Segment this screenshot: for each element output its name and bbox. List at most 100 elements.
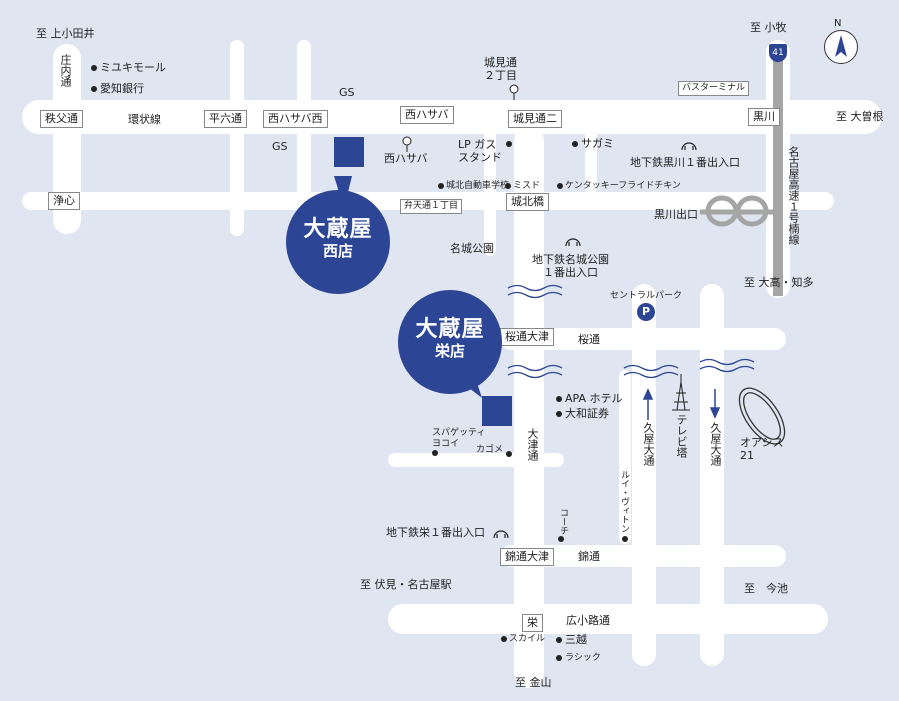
poi-dot xyxy=(506,451,512,457)
poi-daiwa: 大和証券 xyxy=(565,407,609,420)
road-shonai xyxy=(53,44,81,234)
poi-dot xyxy=(91,86,97,92)
label-hisaya-w: 久屋大通 xyxy=(642,422,655,466)
direction-imaike: 至 今池 xyxy=(744,582,788,595)
label-shiromi-2chome: 城見通 ２丁目 xyxy=(484,56,517,82)
tv-tower-icon xyxy=(672,374,690,411)
sign-joshin: 浄心 xyxy=(48,192,80,210)
label-coach: コーチ xyxy=(558,508,568,535)
label-oasis: オアシス 21 xyxy=(740,436,784,462)
sign-bentendori: 弁天通１丁目 xyxy=(400,199,463,214)
direction-kamiotai: 至 上小田井 xyxy=(36,27,95,40)
label-sakae-exit1: 地下鉄栄１番出入口 xyxy=(386,526,485,539)
label-hirokoji: 広小路通 xyxy=(566,614,610,627)
sign-kurokawa: 黒川 xyxy=(748,108,780,126)
poi-dot xyxy=(556,396,562,402)
poi-sagami: サガミ xyxy=(581,137,614,150)
label-kurokawa-ramp: 黒川出口 xyxy=(654,208,698,221)
north-label: N xyxy=(834,18,842,29)
label-spaghetti: スパゲッティ ヨコイ xyxy=(432,428,486,449)
road-v2 xyxy=(297,40,311,236)
label-nishihasaba-pin: 西ハサバ xyxy=(384,152,428,165)
pin-markers xyxy=(402,84,519,152)
road-otsudori xyxy=(514,126,544,688)
poi-misdo: ミスド xyxy=(513,181,541,191)
poi-apa: APA ホテル xyxy=(565,392,623,405)
label-kanjo: 環状線 xyxy=(128,113,161,126)
route-shield-number: 41 xyxy=(772,48,784,58)
poi-dot xyxy=(572,141,578,147)
road-v3 xyxy=(484,126,496,256)
store-nishi-branch: 西店 xyxy=(322,242,353,260)
label-kagome: カゴメ xyxy=(476,445,504,455)
label-nishikidori: 錦通 xyxy=(578,550,600,563)
label-lpgas: LP ガス スタンド xyxy=(458,138,502,164)
poi-dot xyxy=(622,536,628,542)
north-arrow-icon xyxy=(835,35,847,57)
direction-ozone: 至 大曽根 xyxy=(836,110,884,123)
store-nishi-callout[interactable]: 大蔵屋 西店 xyxy=(286,190,390,294)
label-shonai: 庄内通 xyxy=(59,54,72,87)
store-sakae-callout[interactable]: 大蔵屋 栄店 xyxy=(398,290,502,394)
expressway-route xyxy=(773,54,783,296)
label-meijo-exit1: 地下鉄名城公園 １番出入口 xyxy=(532,253,609,279)
subway-exit-icons xyxy=(493,142,697,539)
label-central-park: セントラルパーク xyxy=(610,291,683,301)
sign-chichibu: 秩父通 xyxy=(40,110,83,128)
direction-arrows xyxy=(642,388,721,420)
poi-dot xyxy=(91,65,97,71)
store-sakae-name: 大蔵屋 xyxy=(415,317,485,342)
road-v6 xyxy=(619,370,631,544)
poi-dot xyxy=(506,141,512,147)
road-hisaya-e xyxy=(700,284,724,666)
sign-nishiki-otsu: 錦通大津 xyxy=(500,548,554,566)
sign-johokubashi: 城北橋 xyxy=(506,193,549,211)
road-hisaya-w xyxy=(632,284,656,666)
label-tv-tower: テレビ塔 xyxy=(675,414,688,458)
poi-kfc: ケンタッキーフライドチキン xyxy=(565,181,681,191)
poi-dot xyxy=(558,536,564,542)
direction-otaka: 至 大高・知多 xyxy=(744,276,814,289)
road-v5 xyxy=(585,126,597,194)
poi-dot xyxy=(556,655,562,661)
road-v1 xyxy=(230,40,244,236)
poi-skyle: スカイル xyxy=(509,634,546,644)
poi-dot xyxy=(438,183,444,189)
north-compass xyxy=(824,30,858,64)
sign-shiromi2: 城見通二 xyxy=(508,110,562,128)
label-expressway: 名古屋高速１号楠線 xyxy=(787,146,800,245)
label-vuitton: ルイ・ヴィトン xyxy=(619,470,629,533)
poi-dot xyxy=(557,183,563,189)
direction-kanayama: 至 金山 xyxy=(515,676,552,689)
sign-bus-terminal: バスターミナル xyxy=(678,81,750,96)
sign-nishihasaba-nishi: 西ハサバ西 xyxy=(263,110,328,128)
rivers xyxy=(507,284,755,379)
kurokawa-ramp xyxy=(700,195,775,227)
store-sakae-location-marker[interactable] xyxy=(482,396,512,426)
sign-heiroku: 平六通 xyxy=(204,110,247,128)
store-nishi-location-marker[interactable] xyxy=(334,137,364,167)
poi-mitsukoshi: 三越 xyxy=(565,633,587,646)
poi-dot xyxy=(432,450,438,456)
label-meijo-park: 名城公園 xyxy=(450,242,494,255)
poi-driving-school: 城北自動車学校 xyxy=(446,181,510,191)
poi-dot xyxy=(556,637,562,643)
label-kurokawa-exit1: 地下鉄黒川１番出入口 xyxy=(630,156,740,169)
label-otsudori: 大津通 xyxy=(526,428,539,461)
label-gs-1: GS xyxy=(339,86,355,99)
store-nishi-name: 大蔵屋 xyxy=(303,217,373,242)
poi-aichi-bank: 愛知銀行 xyxy=(100,82,144,95)
sign-nishihasaba: 西ハサバ xyxy=(400,106,454,124)
label-gs-2: GS xyxy=(272,140,288,153)
parking-icon: P xyxy=(637,303,655,321)
label-sakuradori: 桜通 xyxy=(578,333,600,346)
poi-lachic: ラシック xyxy=(565,653,601,663)
direction-fushimi: 至 伏見・名古屋駅 xyxy=(360,578,452,591)
poi-dot xyxy=(501,636,507,642)
poi-miyuki: ミユキモール xyxy=(100,61,166,74)
parking-icon-letter: P xyxy=(641,305,651,318)
label-hisaya-e: 久屋大通 xyxy=(709,422,722,466)
sign-sakura-otsu: 桜通大津 xyxy=(500,328,554,346)
